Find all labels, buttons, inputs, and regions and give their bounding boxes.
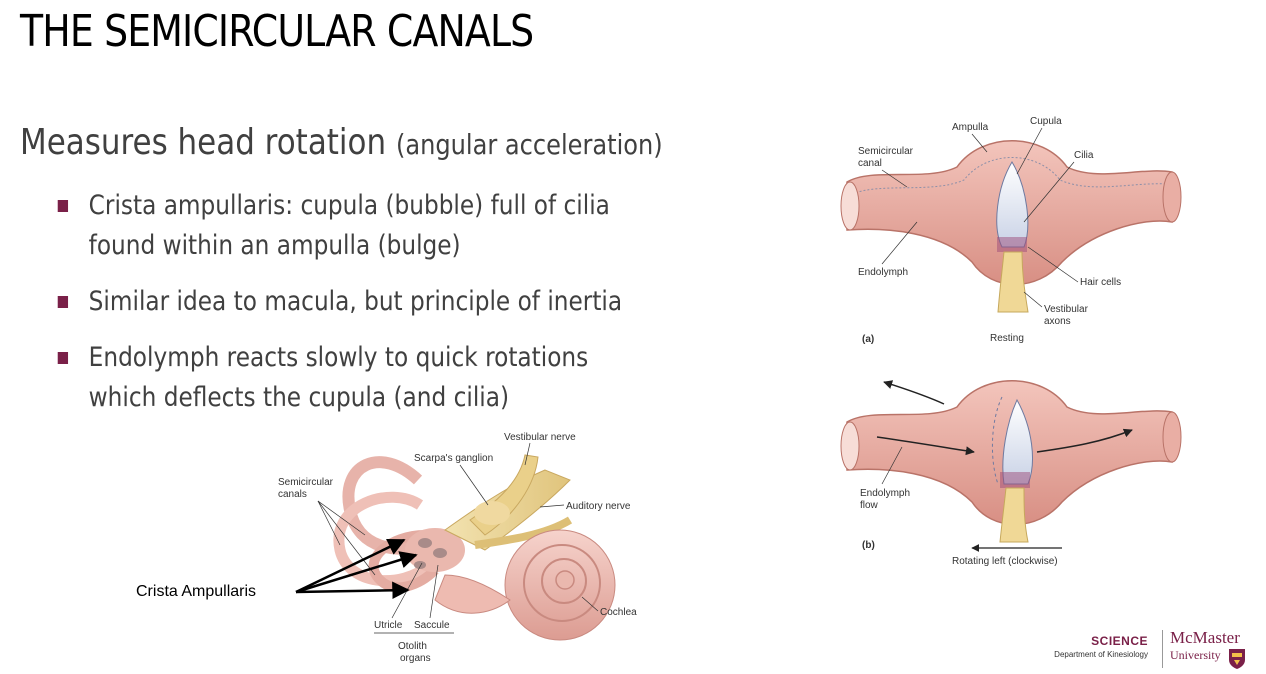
logo-mcmaster: McMaster <box>1170 628 1240 647</box>
label-vestibular-axons: axons <box>1044 316 1071 327</box>
label-endolymph-flow: flow <box>860 500 879 511</box>
slide-subtitle: Measures head rotation (angular accelera… <box>20 122 663 163</box>
label-ampulla: Ampulla <box>952 122 989 133</box>
inner-ear-figure: Semicircular canals Scarpa's ganglion Ve… <box>278 432 637 664</box>
label-semicircular-canal: canal <box>858 158 882 169</box>
bullet-item: Similar idea to macula, but principle of… <box>56 282 622 322</box>
logo-university: University <box>1170 648 1221 662</box>
label-otolith-organs: Otolith <box>398 641 427 652</box>
shield-icon <box>1229 649 1245 669</box>
label-semicircular-canals: Semicircular <box>278 477 334 488</box>
label-panel-a: (a) <box>862 334 874 345</box>
bullet-line: Similar idea to macula, but principle of… <box>88 286 623 317</box>
label-saccule: Saccule <box>414 620 450 631</box>
logo-science: SCIENCE <box>1091 634 1148 648</box>
bullet-square-icon <box>57 296 69 308</box>
bullet-square-icon <box>57 352 69 364</box>
label-resting: Resting <box>990 333 1024 344</box>
label-utricle: Utricle <box>374 620 403 631</box>
logo-department: Department of Kinesiology <box>1054 650 1148 659</box>
slide-title: THE SEMICIRCULAR CANALS <box>20 6 534 57</box>
label-cochlea: Cochlea <box>600 607 637 618</box>
crista-ampullaris-label: Crista Ampullaris <box>136 583 257 600</box>
bullet-line: Endolymph reacts slowly to quick rotatio… <box>88 342 589 373</box>
subtitle-main: Measures head rotation <box>20 122 387 163</box>
logo-divider <box>1162 630 1163 668</box>
bullet-line: which deflects the cupula (and cilia) <box>88 382 510 413</box>
label-otolith-organs: organs <box>400 653 431 664</box>
label-endolymph: Endolymph <box>858 267 908 278</box>
bullet-line: Crista ampullaris: cupula (bubble) full … <box>88 190 610 221</box>
bullet-item: Crista ampullaris: cupula (bubble) full … <box>56 186 622 266</box>
label-vestibular-axons: Vestibular <box>1044 304 1089 315</box>
label-semicircular-canals: canals <box>278 489 307 500</box>
label-auditory-nerve: Auditory nerve <box>566 501 631 512</box>
label-cilia: Cilia <box>1074 150 1094 161</box>
subtitle-small: (angular acceleration) <box>395 128 663 161</box>
label-rotating: Rotating left (clockwise) <box>952 556 1058 567</box>
label-panel-b: (b) <box>862 540 875 551</box>
label-hair-cells: Hair cells <box>1080 277 1121 288</box>
bullet-item: Endolymph reacts slowly to quick rotatio… <box>56 338 622 418</box>
bullet-square-icon <box>57 200 69 212</box>
mcmaster-logo: SCIENCE Department of Kinesiology McMast… <box>1054 626 1260 672</box>
panel-a-canal <box>840 140 1182 313</box>
ampulla-figure: Ampulla Cupula Semicircular canal Cilia … <box>840 116 1182 567</box>
label-cupula: Cupula <box>1030 116 1062 127</box>
panel-b-canal <box>840 380 1182 543</box>
bullet-list: Crista ampullaris: cupula (bubble) full … <box>56 186 622 434</box>
label-endolymph-flow: Endolymph <box>860 488 910 499</box>
label-scarpas-ganglion: Scarpa's ganglion <box>414 453 493 464</box>
bullet-line: found within an ampulla (bulge) <box>88 230 461 261</box>
label-semicircular-canal: Semicircular <box>858 146 914 157</box>
label-vestibular-nerve: Vestibular nerve <box>504 432 576 443</box>
